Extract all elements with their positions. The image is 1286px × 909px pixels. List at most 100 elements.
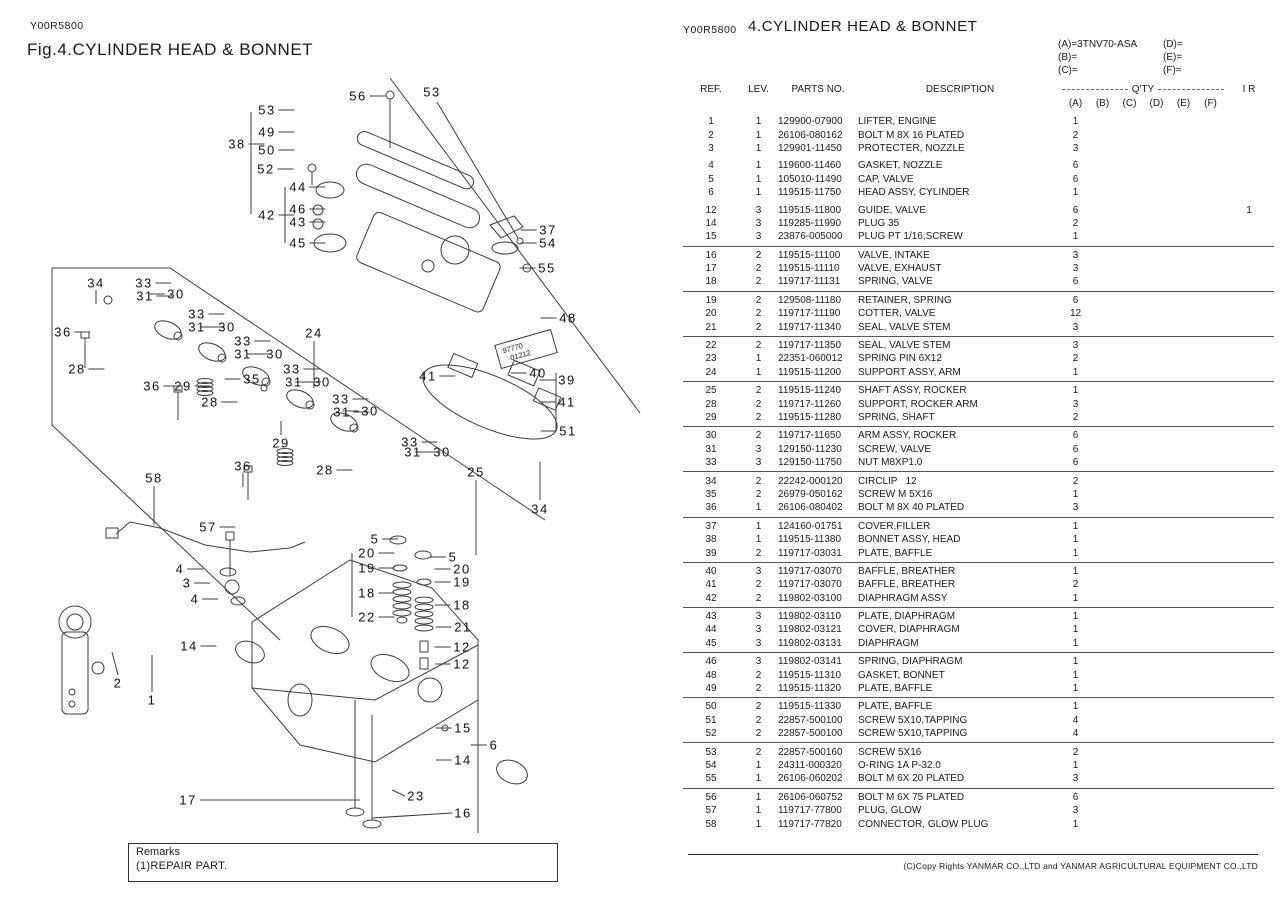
cell-parts-no: 26106-080402 bbox=[778, 502, 843, 514]
callout-42: 42 bbox=[258, 208, 275, 223]
variant-item: (E)= bbox=[1163, 52, 1183, 63]
cell-description: SPRING, SHAFT bbox=[858, 412, 935, 423]
cell-parts-no: 119717-03031 bbox=[778, 547, 842, 559]
callout-34: 34 bbox=[87, 276, 104, 291]
cell-description: BOLT M 8X 16 PLATED bbox=[858, 129, 965, 141]
cell-ref: 40 bbox=[705, 565, 717, 577]
cell-parts-no: 119802-03131 bbox=[778, 637, 842, 649]
parts-table-header: REF. LEV. PARTS NO. DESCRIPTION Q'TY I R… bbox=[683, 82, 1274, 110]
figure-code: Y00R5800 bbox=[30, 20, 84, 32]
callout-1: 1 bbox=[148, 693, 157, 708]
cell-qty: 1 bbox=[1072, 565, 1079, 577]
callout-48: 48 bbox=[559, 311, 576, 326]
cell-qty: 3 bbox=[1072, 502, 1079, 514]
callout-24: 24 bbox=[305, 326, 322, 341]
callout-33: 33 bbox=[283, 362, 300, 377]
cell-description: SUPPORT, ROCKER ARM bbox=[858, 398, 978, 410]
cell-parts-no: 119515-11330 bbox=[778, 701, 842, 713]
cell-ref: 5 bbox=[708, 173, 714, 185]
remarks-note: (1)REPAIR PART. bbox=[136, 860, 228, 872]
cell-description: HEAD ASSY, CYLINDER bbox=[858, 187, 970, 199]
callout-38: 38 bbox=[228, 137, 245, 152]
cell-description: DIAPHRAGM ASSY bbox=[858, 592, 948, 604]
figure-title: Fig.4.CYLINDER HEAD & BONNET bbox=[27, 40, 314, 59]
cell-description: BAFFLE, BREATHER bbox=[858, 565, 956, 577]
cell-lev: 1 bbox=[755, 173, 762, 185]
callout-5: 5 bbox=[371, 532, 380, 547]
cell-ref: 42 bbox=[705, 592, 717, 604]
cell-description: GASKET, BONNET bbox=[858, 669, 945, 681]
cell-qty: 3 bbox=[1072, 263, 1079, 275]
cell-ref: 36 bbox=[705, 502, 717, 514]
variant-item: (B)= bbox=[1058, 52, 1078, 63]
cell-lev: 2 bbox=[755, 669, 762, 681]
cell-lev: 1 bbox=[755, 187, 762, 199]
cell-ref: 52 bbox=[705, 728, 717, 740]
cell-ref: 16 bbox=[705, 249, 717, 261]
qty-col-header: (E) bbox=[1176, 97, 1191, 109]
cell-qty: 1 bbox=[1072, 637, 1079, 649]
cell-lev: 2 bbox=[755, 746, 762, 758]
callout-33: 33 bbox=[234, 334, 251, 349]
callout-31: 31 bbox=[234, 347, 251, 362]
cell-parts-no: 119717-11260 bbox=[778, 398, 842, 410]
cell-qty: 1 bbox=[1072, 366, 1079, 378]
qty-col-header: (B) bbox=[1095, 97, 1110, 109]
cell-qty: 6 bbox=[1072, 443, 1079, 455]
cell-lev: 2 bbox=[755, 276, 762, 288]
cell-ref: 55 bbox=[705, 773, 717, 785]
callout-30: 30 bbox=[433, 445, 450, 460]
callout-28: 28 bbox=[201, 395, 218, 410]
cell-parts-no: 119717-11350 bbox=[778, 340, 842, 352]
cell-description: LIFTER, ENGINE bbox=[858, 116, 937, 128]
cell-lev: 1 bbox=[755, 818, 762, 830]
cell-lev: 1 bbox=[755, 534, 762, 546]
callout-15: 15 bbox=[454, 721, 471, 736]
callout-34: 34 bbox=[531, 502, 548, 517]
callout-58: 58 bbox=[145, 471, 162, 486]
cell-qty: 3 bbox=[1072, 805, 1079, 817]
cell-lev: 1 bbox=[755, 366, 762, 378]
cell-lev: 2 bbox=[755, 547, 762, 559]
copyright-text: (C)Copy Rights YANMAR CO.,LTD and YANMAR… bbox=[903, 861, 1258, 871]
footer-rule bbox=[688, 854, 1258, 855]
cell-qty: 3 bbox=[1072, 773, 1079, 785]
cell-ref: 12 bbox=[705, 204, 717, 216]
cell-ref: 49 bbox=[705, 683, 717, 695]
cell-qty: 1 bbox=[1072, 116, 1079, 128]
cell-ref: 1 bbox=[708, 116, 714, 128]
callout-31: 31 bbox=[404, 445, 421, 460]
cell-ref: 25 bbox=[705, 385, 717, 397]
cell-parts-no: 124160-01751 bbox=[778, 520, 843, 532]
cell-parts-no: 119802-03100 bbox=[778, 592, 842, 604]
cell-qty: 3 bbox=[1072, 340, 1079, 352]
callout-49: 49 bbox=[258, 125, 275, 140]
cell-ir: 1 bbox=[1246, 204, 1252, 216]
cell-parts-no: 22242-000120 bbox=[778, 475, 843, 487]
cell-description: RETAINER, SPRING bbox=[858, 294, 952, 306]
callout-30: 30 bbox=[218, 320, 235, 335]
cell-lev: 1 bbox=[755, 805, 762, 817]
qty-subcolumn-headers: (A)(B)(C)(D)(E)(F) bbox=[683, 96, 1274, 110]
cell-ref: 57 bbox=[705, 805, 717, 817]
cell-description: CAP, VALVE bbox=[858, 173, 914, 185]
